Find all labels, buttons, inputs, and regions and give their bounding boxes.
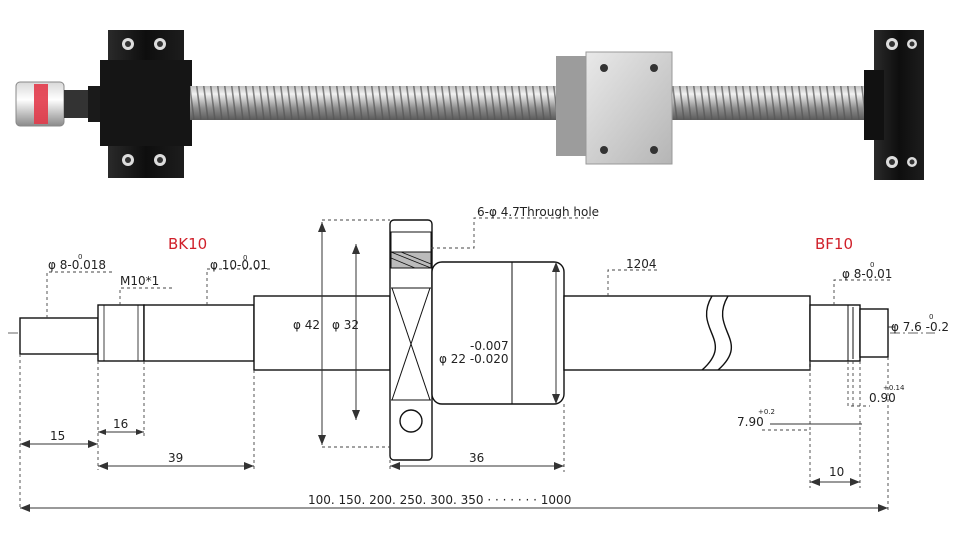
- len10-label: 10: [829, 465, 844, 479]
- nut-block: [556, 51, 673, 165]
- len36-label: 36: [469, 451, 484, 465]
- len16-label: 16: [113, 417, 128, 431]
- product-photo: [15, 30, 924, 180]
- bk-support-block: [100, 30, 192, 178]
- coupling: [15, 81, 110, 127]
- w790-tol: +0.2: [758, 408, 775, 416]
- d22-upper-tol: -0.007: [470, 339, 509, 353]
- d10-tol: 0: [243, 254, 247, 262]
- d42-label: φ 42: [293, 318, 320, 332]
- d8-left-tol: 0: [78, 253, 82, 261]
- d8-right-tol: 0: [870, 261, 874, 269]
- total-length-label: 100. 150. 200. 250. 300. 350 · · · · · ·…: [308, 493, 571, 507]
- w090-label: 0.90: [869, 391, 896, 405]
- d8-left-label: φ 8-0.018: [48, 258, 106, 272]
- bf-support-block: [864, 30, 924, 180]
- m10-label: M10*1: [120, 274, 159, 288]
- technical-drawing: BK10 BF10 6-φ 4.7Through hole 0 φ 8-0.01…: [8, 205, 949, 512]
- bk-label: BK10: [168, 235, 207, 253]
- d32-label: φ 32: [332, 318, 359, 332]
- len15-label: 15: [50, 429, 65, 443]
- model-label: 1204: [626, 257, 657, 271]
- d76-tol: 0: [929, 313, 933, 321]
- len39-label: 39: [168, 451, 183, 465]
- d8-right-label: φ 8-0.01: [842, 267, 892, 281]
- d22-label: φ 22 -0.020: [439, 352, 509, 366]
- through-hole-label: 6-φ 4.7Through hole: [477, 205, 599, 219]
- d76-label: φ 7.6 -0.2: [891, 320, 949, 334]
- screw-shaft: [190, 86, 880, 120]
- bf-label: BF10: [815, 235, 853, 253]
- w790-label: 7.90: [737, 415, 764, 429]
- w090-tol: +0.14: [883, 384, 905, 392]
- d10-label: φ 10-0.01: [210, 258, 268, 272]
